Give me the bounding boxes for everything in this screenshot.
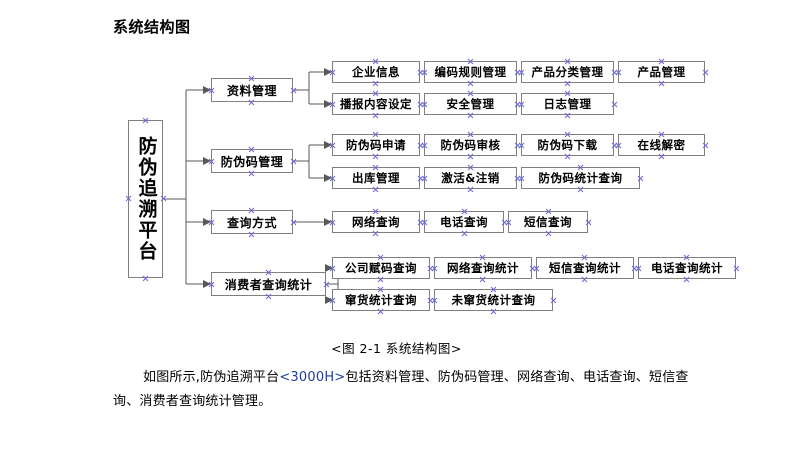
leaf-node-4-2[interactable]: 网络查询统计 [434, 257, 532, 279]
leaf-node-4-4[interactable]: 电话查询统计 [638, 257, 736, 279]
paragraph-highlight: <3000H> [279, 370, 346, 385]
branch-node-1[interactable]: 资料管理 [211, 78, 293, 102]
page-title: 系统结构图 [113, 18, 191, 36]
leaf-node-1-6-label: 安全管理 [446, 97, 495, 111]
figure-caption: <图 2-1 系统结构图> [331, 341, 462, 356]
leaf-node-4-5-label: 窜货统计查询 [345, 293, 417, 307]
leaf-node-1-3[interactable]: 产品分类管理 [521, 61, 614, 83]
leaf-node-2-7[interactable]: 防伪码统计查询 [521, 167, 640, 189]
leaf-node-1-5[interactable]: 播报内容设定 [332, 93, 420, 115]
leaf-node-2-3-label: 防伪码下载 [537, 138, 598, 152]
leaf-node-1-7-label: 日志管理 [543, 97, 592, 111]
leaf-node-2-2[interactable]: 防伪码审核 [424, 134, 517, 156]
leaf-node-2-7-label: 防伪码统计查询 [538, 171, 623, 185]
leaf-node-2-2-label: 防伪码审核 [440, 138, 501, 152]
leaf-node-4-2-label: 网络查询统计 [447, 261, 519, 275]
branch-node-1-label: 资料管理 [226, 83, 277, 98]
leaf-node-1-1[interactable]: 企业信息 [332, 61, 420, 83]
branch-node-3[interactable]: 查询方式 [211, 210, 293, 234]
leaf-node-3-2[interactable]: 电话查询 [424, 211, 504, 233]
system-structure-diagram: 防伪追溯平台 资料管理 企业信息 编码规则管理 产品分类管理 产品管理 播报内容… [0, 0, 793, 330]
leaf-node-1-2[interactable]: 编码规则管理 [424, 61, 517, 83]
leaf-node-2-6-label: 激活&注销 [441, 171, 500, 185]
leaf-node-3-3-label: 短信查询 [524, 215, 572, 229]
leaf-node-4-3-label: 短信查询统计 [549, 261, 621, 275]
leaf-node-1-7[interactable]: 日志管理 [521, 93, 614, 115]
leaf-node-1-3-label: 产品分类管理 [531, 65, 604, 79]
leaf-node-1-4-label: 产品管理 [637, 65, 686, 79]
root-node-platform[interactable]: 防伪追溯平台 [128, 120, 163, 278]
leaf-node-4-1-label: 公司赋码查询 [345, 261, 417, 275]
leaf-node-1-2-label: 编码规则管理 [434, 65, 507, 79]
branch-node-3-label: 查询方式 [226, 215, 277, 230]
leaf-node-4-5[interactable]: 窜货统计查询 [332, 289, 430, 311]
leaf-node-1-5-label: 播报内容设定 [340, 97, 412, 111]
leaf-node-2-3[interactable]: 防伪码下载 [521, 134, 614, 156]
body-paragraph: 如图所示,防伪追溯平台<3000H>包括资料管理、防伪码管理、网络查询、电话查询… [113, 366, 693, 414]
branch-node-2-label: 防伪码管理 [220, 154, 284, 169]
root-node-label: 防伪追溯平台 [135, 136, 158, 262]
leaf-node-2-4[interactable]: 在线解密 [618, 134, 705, 156]
leaf-node-2-5[interactable]: 出库管理 [332, 167, 420, 189]
paragraph-rest: 包括资料管理、防伪码管理、网络查询、电话查询、短信查询、消费者查询统计管理。 [113, 370, 689, 409]
leaf-node-3-1-label: 网络查询 [352, 215, 400, 229]
branch-node-4[interactable]: 消费者查询统计 [211, 272, 326, 296]
leaf-node-4-1[interactable]: 公司赋码查询 [332, 257, 430, 279]
leaf-node-2-4-label: 在线解密 [637, 138, 686, 152]
leaf-node-2-1-label: 防伪码申请 [346, 138, 406, 152]
leaf-node-3-3[interactable]: 短信查询 [508, 211, 588, 233]
leaf-node-2-1[interactable]: 防伪码申请 [332, 134, 420, 156]
leaf-node-4-3[interactable]: 短信查询统计 [536, 257, 634, 279]
branch-node-2[interactable]: 防伪码管理 [211, 149, 293, 173]
paragraph-lead: 如图所示,防伪追溯平台 [143, 370, 280, 385]
leaf-node-2-6[interactable]: 激活&注销 [424, 167, 517, 189]
leaf-node-2-5-label: 出库管理 [352, 171, 400, 185]
leaf-node-4-6[interactable]: 未窜货统计查询 [434, 289, 553, 311]
leaf-node-4-6-label: 未窜货统计查询 [451, 293, 536, 307]
diagram-connectors [163, 68, 352, 304]
leaf-node-1-1-label: 企业信息 [352, 65, 400, 79]
leaf-node-1-4[interactable]: 产品管理 [618, 61, 705, 83]
leaf-node-4-4-label: 电话查询统计 [651, 261, 723, 275]
leaf-node-1-6[interactable]: 安全管理 [424, 93, 517, 115]
leaf-node-3-1[interactable]: 网络查询 [332, 211, 420, 233]
branch-node-4-label: 消费者查询统计 [224, 277, 313, 292]
leaf-node-3-2-label: 电话查询 [440, 215, 488, 229]
